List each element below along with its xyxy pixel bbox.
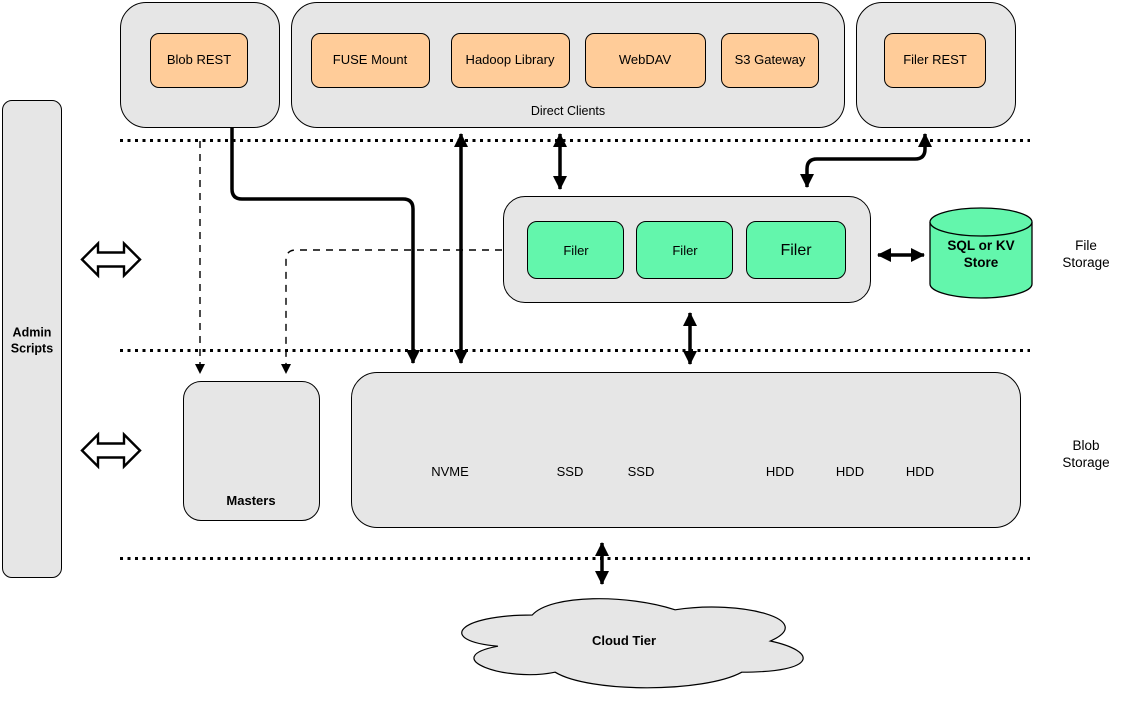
filer-label-1: Filer <box>563 242 589 258</box>
blob-storage-tier-label: Blob Storage <box>1062 438 1110 470</box>
cloud-tier-label: Cloud Tier <box>591 632 657 648</box>
webdav-node <box>585 33 706 88</box>
volume-servers-group <box>351 372 1021 528</box>
arrow-filerrest-filers <box>800 133 932 188</box>
sql-kv-store-label: SQL or KV Store <box>947 238 1015 270</box>
admin-doublearrow-blob-storage-icon <box>80 431 142 470</box>
ssd-label-1: SSD <box>556 463 584 479</box>
filer-label-2: Filer <box>672 242 698 258</box>
blob-rest-node <box>150 33 248 88</box>
direct-clients-label: Direct Clients <box>530 104 606 119</box>
hdd-label-1: HDD <box>765 463 795 479</box>
s3-gateway-label: S3 Gateway <box>734 51 806 67</box>
blob-rest-label: Blob REST <box>166 51 232 67</box>
fuse-mount-node <box>311 33 430 88</box>
filer-node-3 <box>746 221 846 279</box>
hadoop-library-label: Hadoop Library <box>465 51 555 67</box>
dashed-arrow-filers-masters <box>281 249 502 374</box>
fuse-mount-label: FUSE Mount <box>332 51 408 67</box>
s3-gateway-node <box>721 33 819 88</box>
arrow-blobrest-to-volume-servers <box>230 128 420 364</box>
filer-node-2 <box>636 221 733 279</box>
admin-doublearrow-file-storage-icon <box>80 240 142 279</box>
filer-node-1 <box>527 221 624 279</box>
ssd-label-2: SSD <box>627 463 655 479</box>
cloud-tier-shape <box>461 598 804 689</box>
webdav-label: WebDAV <box>618 51 672 67</box>
nvme-label: NVME <box>431 463 469 479</box>
admin-scripts-label: Admin Scripts <box>10 325 54 355</box>
file-storage-tier-label: File Storage <box>1062 238 1110 270</box>
filer-rest-label: Filer REST <box>903 51 967 67</box>
hdd-label-3: HDD <box>905 463 935 479</box>
admin-scripts-bar <box>2 100 62 578</box>
masters-group <box>183 381 320 521</box>
filer-label-3: Filer <box>780 242 812 259</box>
hadoop-library-node <box>451 33 570 88</box>
hdd-label-2: HDD <box>835 463 865 479</box>
filer-rest-node <box>884 33 986 88</box>
masters-label: Masters <box>226 492 276 508</box>
